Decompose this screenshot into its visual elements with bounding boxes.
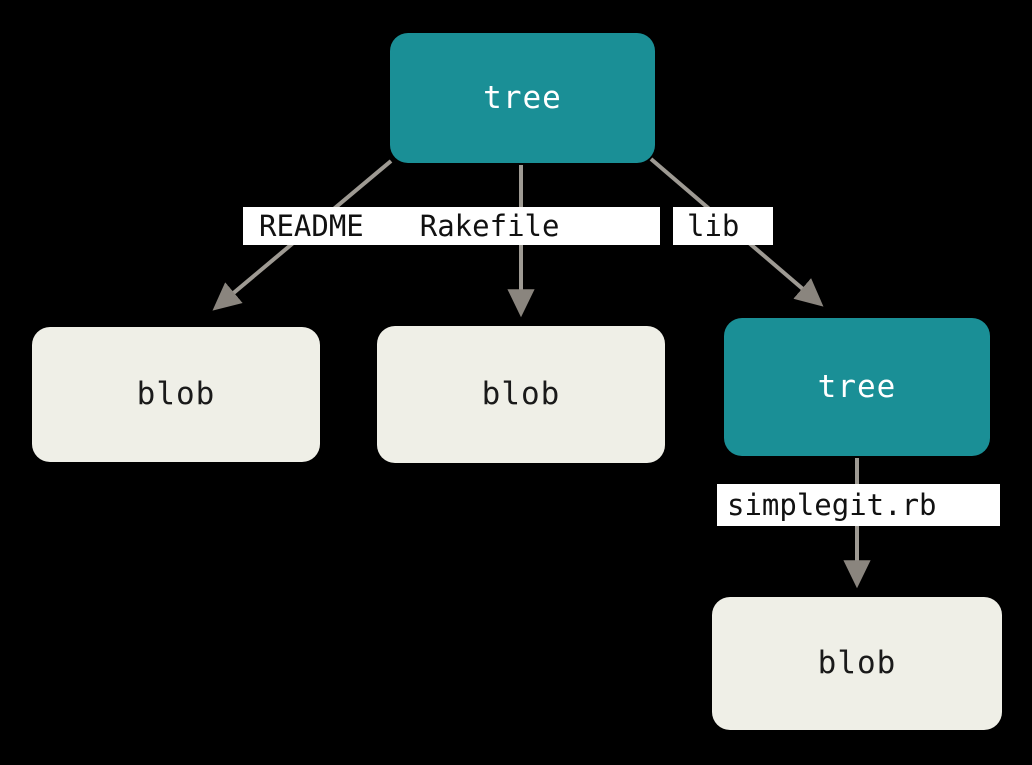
edge-label-lib: lib xyxy=(673,207,773,245)
node-blob-simplegit[interactable]: blob xyxy=(712,597,1002,730)
edge-label-readme-rakefile: README Rakefile xyxy=(243,207,660,245)
node-label: tree xyxy=(483,79,562,116)
node-tree-lib[interactable]: tree xyxy=(724,318,990,456)
node-label: tree xyxy=(817,368,897,405)
node-label: blob xyxy=(136,376,216,412)
edge-label-rakefile: Rakefile xyxy=(419,208,560,243)
node-blob-readme[interactable]: blob xyxy=(32,327,320,462)
node-label: blob xyxy=(481,376,561,412)
edge-label-simplegit: simplegit.rb xyxy=(717,484,1000,526)
edge-label-readme: README xyxy=(259,208,364,243)
node-blob-rakefile[interactable]: blob xyxy=(377,326,665,463)
edge-label-simplegit-text: simplegit.rb xyxy=(727,487,937,522)
edge-label-lib-text: lib xyxy=(687,208,740,243)
node-tree-root[interactable]: tree xyxy=(390,33,655,163)
node-label: blob xyxy=(817,645,897,681)
